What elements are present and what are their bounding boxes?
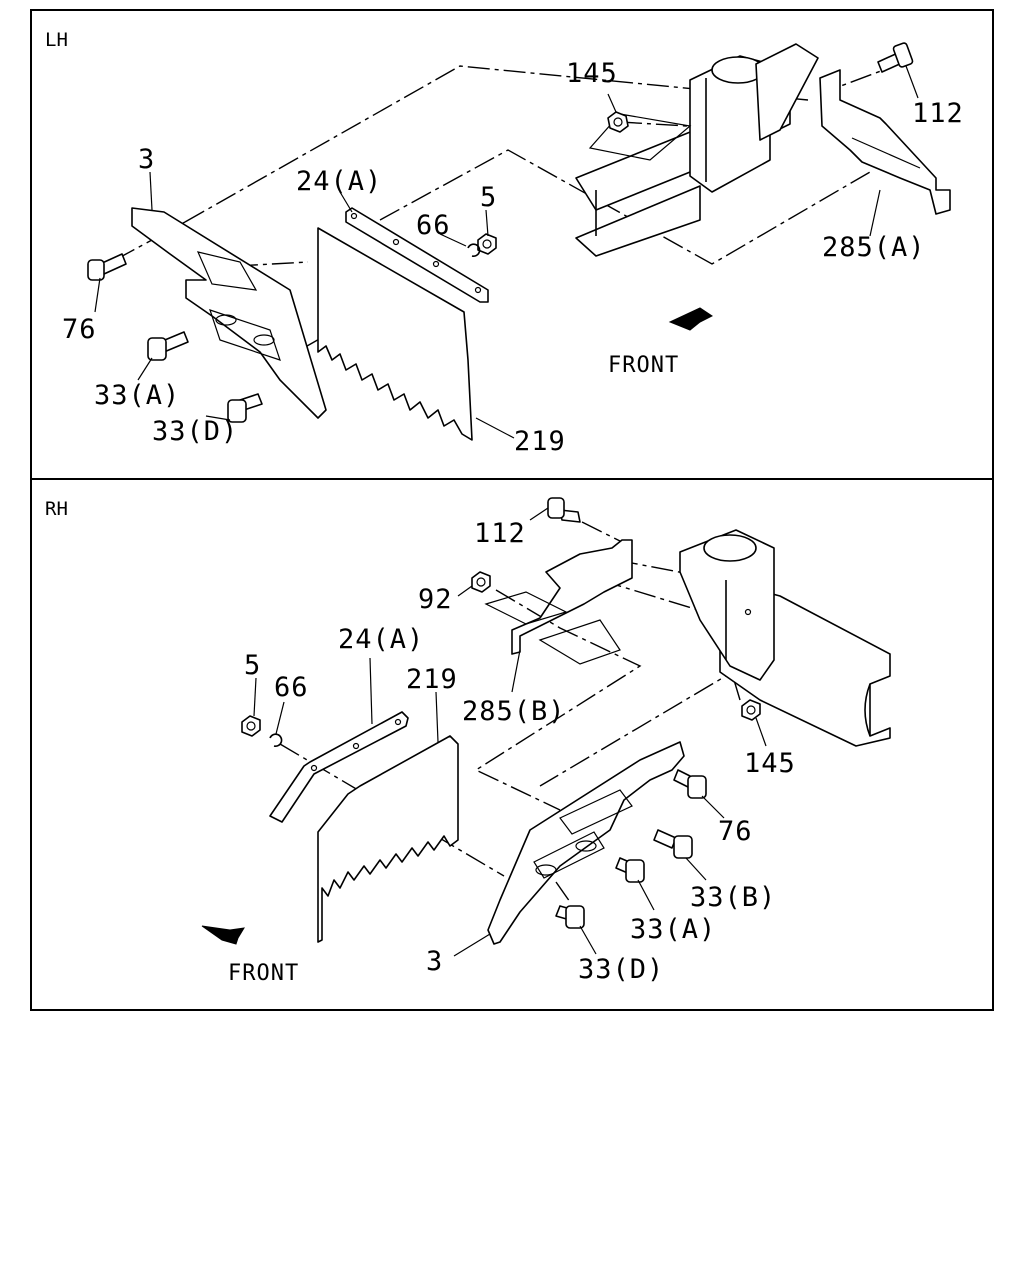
rh-bracket-285b-plate (484, 591, 568, 625)
rh-nut-5-icon (241, 715, 261, 737)
rh-callout-33a: 33(A) (630, 914, 716, 945)
rh-callout-24a: 24(A) (338, 624, 424, 655)
rh-nut-145-icon (741, 699, 761, 721)
lh-bolt-33d-icon (227, 393, 263, 423)
rh-bracket-3-slot (559, 789, 633, 835)
lh-bracket-285a (819, 69, 951, 215)
rh-bolt-33b-icon (653, 829, 693, 859)
rh-bolt-33d-icon (555, 905, 585, 929)
rh-assembly-line (555, 881, 571, 903)
lh-bolt-33a-icon (147, 331, 189, 361)
lh-callout-76: 76 (62, 314, 97, 345)
lh-front-arrow-icon (668, 307, 713, 331)
rh-callout-285b: 285(B) (462, 696, 566, 727)
rh-callout-219: 219 (406, 664, 458, 695)
lh-clip-66-icon (467, 243, 481, 257)
rh-callout-92: 92 (418, 584, 453, 615)
lh-front-label: FRONT (608, 353, 679, 378)
rh-callout-5: 5 (244, 650, 261, 681)
lh-callout-3: 3 (138, 144, 155, 175)
lh-nut-145-icon (607, 111, 629, 133)
rh-front-arrow-icon (201, 925, 245, 945)
lh-bolt-76-icon (87, 253, 127, 281)
rh-bracket-285b (511, 539, 633, 655)
rh-bolt-33a-icon (615, 857, 645, 883)
rh-bracket-3-hole (535, 864, 557, 876)
rh-bracket-3-hole (575, 840, 597, 852)
rh-strip-24a (269, 711, 409, 823)
lh-callout-33a: 33(A) (94, 380, 180, 411)
rh-callout-33d: 33(D) (578, 954, 664, 985)
lh-leader-lines (94, 65, 919, 439)
rh-bolt-112-icon (547, 497, 581, 523)
rh-title: RH (45, 498, 68, 520)
rh-mud-flap-219 (317, 735, 459, 943)
rh-assembly-line (474, 589, 642, 811)
rh-clip-66-icon (269, 733, 283, 747)
lh-mud-flap-219 (317, 227, 473, 441)
rh-callout-3: 3 (426, 946, 443, 977)
lh-callout-33d: 33(D) (152, 416, 238, 447)
rh-callout-33b: 33(B) (690, 882, 776, 913)
rh-bolt-76-icon (673, 769, 707, 799)
rh-callout-145: 145 (744, 748, 796, 779)
lh-nut-5-icon (477, 233, 497, 255)
lh-frame-rail (575, 43, 819, 257)
lh-bolt-112-icon (877, 42, 914, 73)
rh-front-label: FRONT (228, 961, 299, 986)
lh-callout-112: 112 (912, 98, 964, 129)
lh-assembly-line (379, 149, 871, 265)
lh-bracket-slot (851, 137, 921, 169)
lh-callout-24a: 24(A) (296, 166, 382, 197)
lh-callout-285a: 285(A) (822, 232, 926, 263)
rh-callout-76: 76 (718, 816, 753, 847)
lh-title: LH (45, 29, 68, 51)
lh-bracket-3-slot (196, 251, 258, 291)
rh-leader-lines (253, 507, 767, 957)
lh-callout-145: 145 (566, 58, 618, 89)
lh-callout-5: 5 (480, 182, 497, 213)
rh-bracket-3-slot (533, 831, 605, 879)
lh-bracket-3-slot (209, 309, 281, 361)
rh-panel (30, 478, 994, 1011)
lh-bracket-3-hole (215, 314, 237, 326)
lh-callout-219: 219 (514, 426, 566, 457)
lh-bracket-3 (131, 207, 327, 419)
lh-diagram: LH (45, 29, 964, 457)
rh-bracket-285b-plate (538, 619, 621, 665)
rh-callout-66: 66 (274, 672, 309, 703)
rh-nut-92-icon (471, 571, 491, 593)
rh-frame-rail (679, 529, 891, 747)
lh-bracket-3-hole (253, 334, 275, 346)
rh-diagram: RH (45, 497, 891, 986)
lh-strip-24a (345, 207, 489, 303)
lh-callout-66: 66 (416, 210, 451, 241)
rh-callout-112: 112 (474, 518, 526, 549)
